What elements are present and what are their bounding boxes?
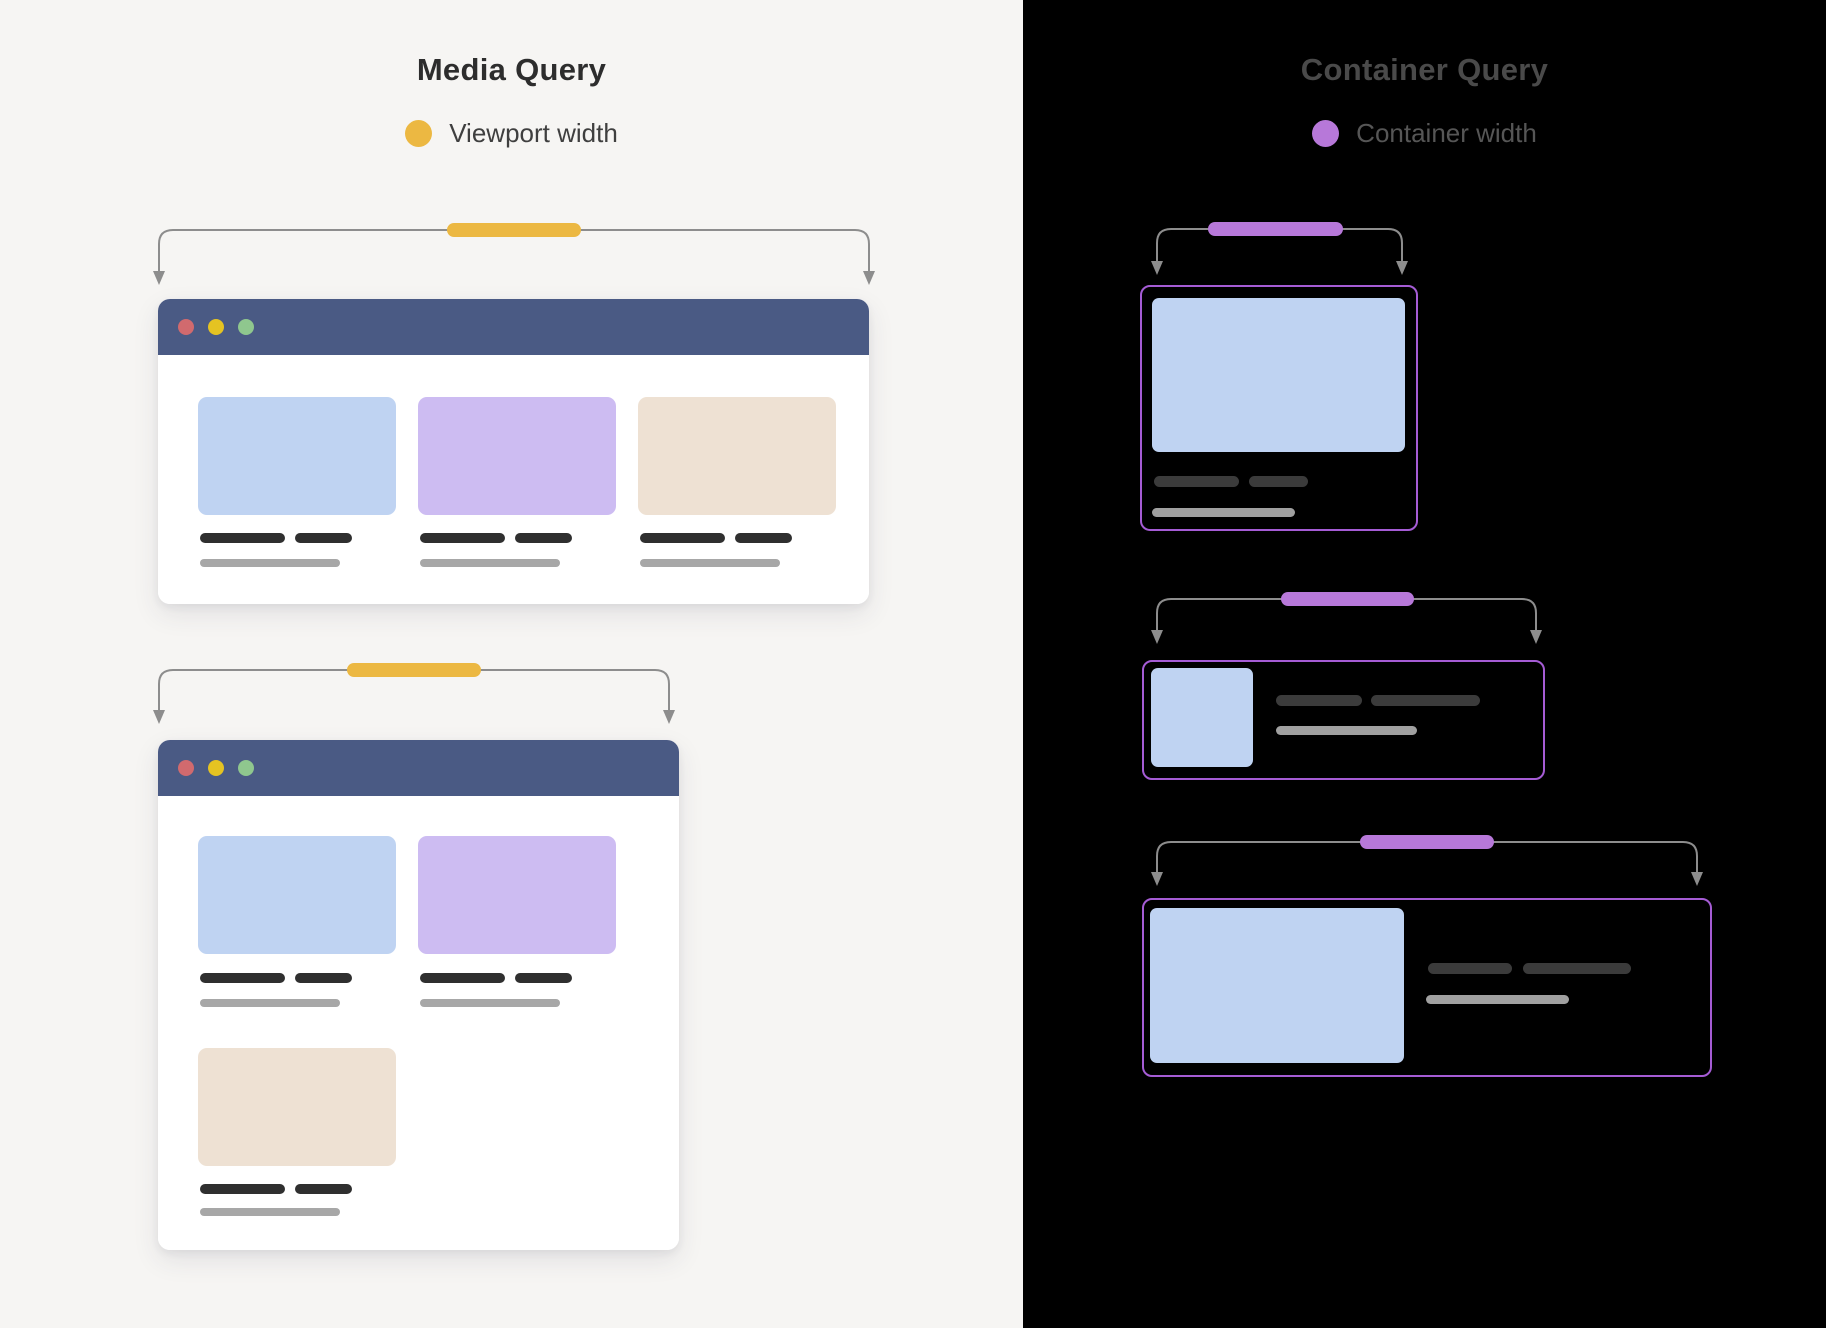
container-width-label: Container width — [1356, 118, 1537, 148]
traffic-light-yellow-icon — [208, 319, 224, 335]
container-width-pill — [1281, 592, 1414, 606]
container-width-legend: Container width — [1023, 118, 1826, 149]
container-width-pill — [1360, 835, 1494, 849]
browser-body — [158, 355, 869, 604]
query-container-medium — [1142, 660, 1545, 780]
card-image-blue — [1151, 668, 1253, 767]
skeleton-subtitle-bar — [200, 999, 340, 1007]
skeleton-title-bar — [1276, 695, 1362, 706]
container-width-bracket-large — [1151, 835, 1703, 886]
container-width-dot-icon — [1312, 120, 1340, 147]
card-image-blue — [1150, 908, 1404, 1063]
browser-window-wide — [158, 299, 869, 604]
viewport-width-bracket-wide — [153, 223, 875, 285]
skeleton-subtitle-bar — [1276, 726, 1417, 735]
skeleton-subtitle-bar — [420, 559, 560, 567]
viewport-width-legend: Viewport width — [0, 118, 1023, 149]
arrow-down-icon — [1151, 261, 1163, 275]
skeleton-title-bar — [515, 533, 572, 543]
viewport-width-bracket-narrow — [153, 663, 675, 724]
arrow-down-icon — [863, 271, 875, 285]
arrow-down-icon — [663, 710, 675, 724]
skeleton-title-bar — [515, 973, 572, 983]
arrow-down-icon — [1151, 872, 1163, 886]
container-width-pill — [1208, 222, 1343, 236]
card-image-purple — [418, 397, 616, 515]
query-container-large — [1142, 898, 1712, 1077]
card-image-beige — [198, 1048, 396, 1166]
skeleton-title-bar — [1154, 476, 1239, 487]
traffic-light-yellow-icon — [208, 760, 224, 776]
skeleton-title-bar — [1428, 963, 1512, 974]
viewport-width-label: Viewport width — [449, 118, 618, 148]
skeleton-subtitle-bar — [420, 999, 560, 1007]
browser-body — [158, 796, 679, 1250]
skeleton-title-bar — [735, 533, 792, 543]
skeleton-subtitle-bar — [200, 1208, 340, 1216]
arrow-down-icon — [1151, 630, 1163, 644]
skeleton-title-bar — [295, 533, 352, 543]
media-query-title: Media Query — [416, 52, 607, 87]
arrow-down-icon — [1691, 872, 1703, 886]
container-width-bracket-small — [1151, 222, 1408, 275]
card-image-blue — [1152, 298, 1405, 452]
viewport-width-dot-icon — [405, 120, 433, 147]
arrow-down-icon — [1396, 261, 1408, 275]
arrow-down-icon — [153, 271, 165, 285]
arrow-down-icon — [153, 710, 165, 724]
skeleton-subtitle-bar — [1152, 508, 1295, 517]
arrow-down-icon — [1530, 630, 1542, 644]
query-container-small — [1140, 285, 1418, 531]
skeleton-title-bar — [420, 973, 505, 983]
traffic-light-red-icon — [178, 760, 194, 776]
traffic-light-green-icon — [238, 319, 254, 335]
container-width-bracket-medium — [1151, 592, 1542, 644]
skeleton-subtitle-bar — [200, 559, 340, 567]
skeleton-subtitle-bar — [1426, 995, 1569, 1004]
traffic-light-green-icon — [238, 760, 254, 776]
traffic-light-red-icon — [178, 319, 194, 335]
skeleton-title-bar — [1371, 695, 1480, 706]
card-image-blue — [198, 397, 396, 515]
container-query-title: Container Query — [1300, 52, 1549, 87]
skeleton-title-bar — [640, 533, 725, 543]
browser-titlebar — [158, 740, 679, 796]
skeleton-title-bar — [420, 533, 505, 543]
skeleton-subtitle-bar — [640, 559, 780, 567]
skeleton-title-bar — [200, 973, 285, 983]
skeleton-title-bar — [200, 533, 285, 543]
card-image-blue — [198, 836, 396, 954]
skeleton-title-bar — [1523, 963, 1631, 974]
viewport-width-pill — [447, 223, 581, 237]
card-image-purple — [418, 836, 616, 954]
skeleton-title-bar — [295, 973, 352, 983]
skeleton-title-bar — [295, 1184, 352, 1194]
card-image-beige — [638, 397, 836, 515]
viewport-width-pill — [347, 663, 481, 677]
skeleton-title-bar — [200, 1184, 285, 1194]
browser-titlebar — [158, 299, 869, 355]
skeleton-title-bar — [1249, 476, 1308, 487]
browser-window-narrow — [158, 740, 679, 1250]
